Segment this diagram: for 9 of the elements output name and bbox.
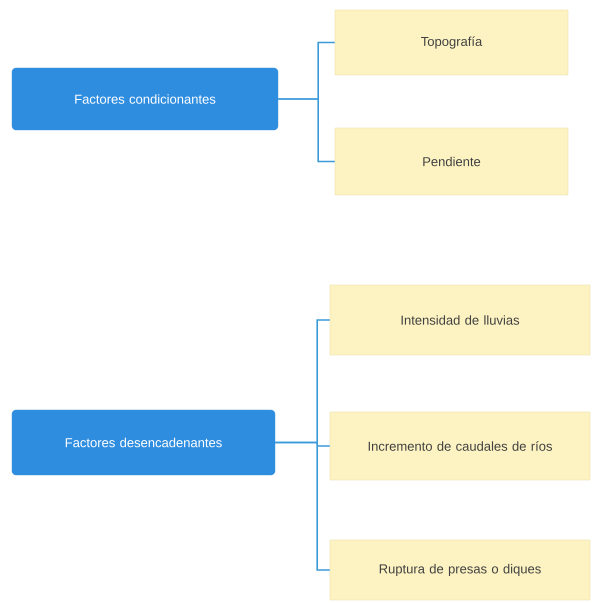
factor-box: Intensidad de lluvias (330, 284, 590, 356)
factor-box: Ruptura de presas o diques (330, 540, 590, 600)
connector-line (278, 98, 335, 162)
category-box: Factores desencadenantes (12, 410, 276, 476)
factor-box: Incremento de caudales de ríos (330, 412, 590, 480)
factor-box: Topografía (334, 10, 568, 76)
connector-line (275, 442, 330, 571)
factor-box: Pendiente (334, 128, 568, 196)
category-box: Factores condicionantes (12, 68, 278, 130)
